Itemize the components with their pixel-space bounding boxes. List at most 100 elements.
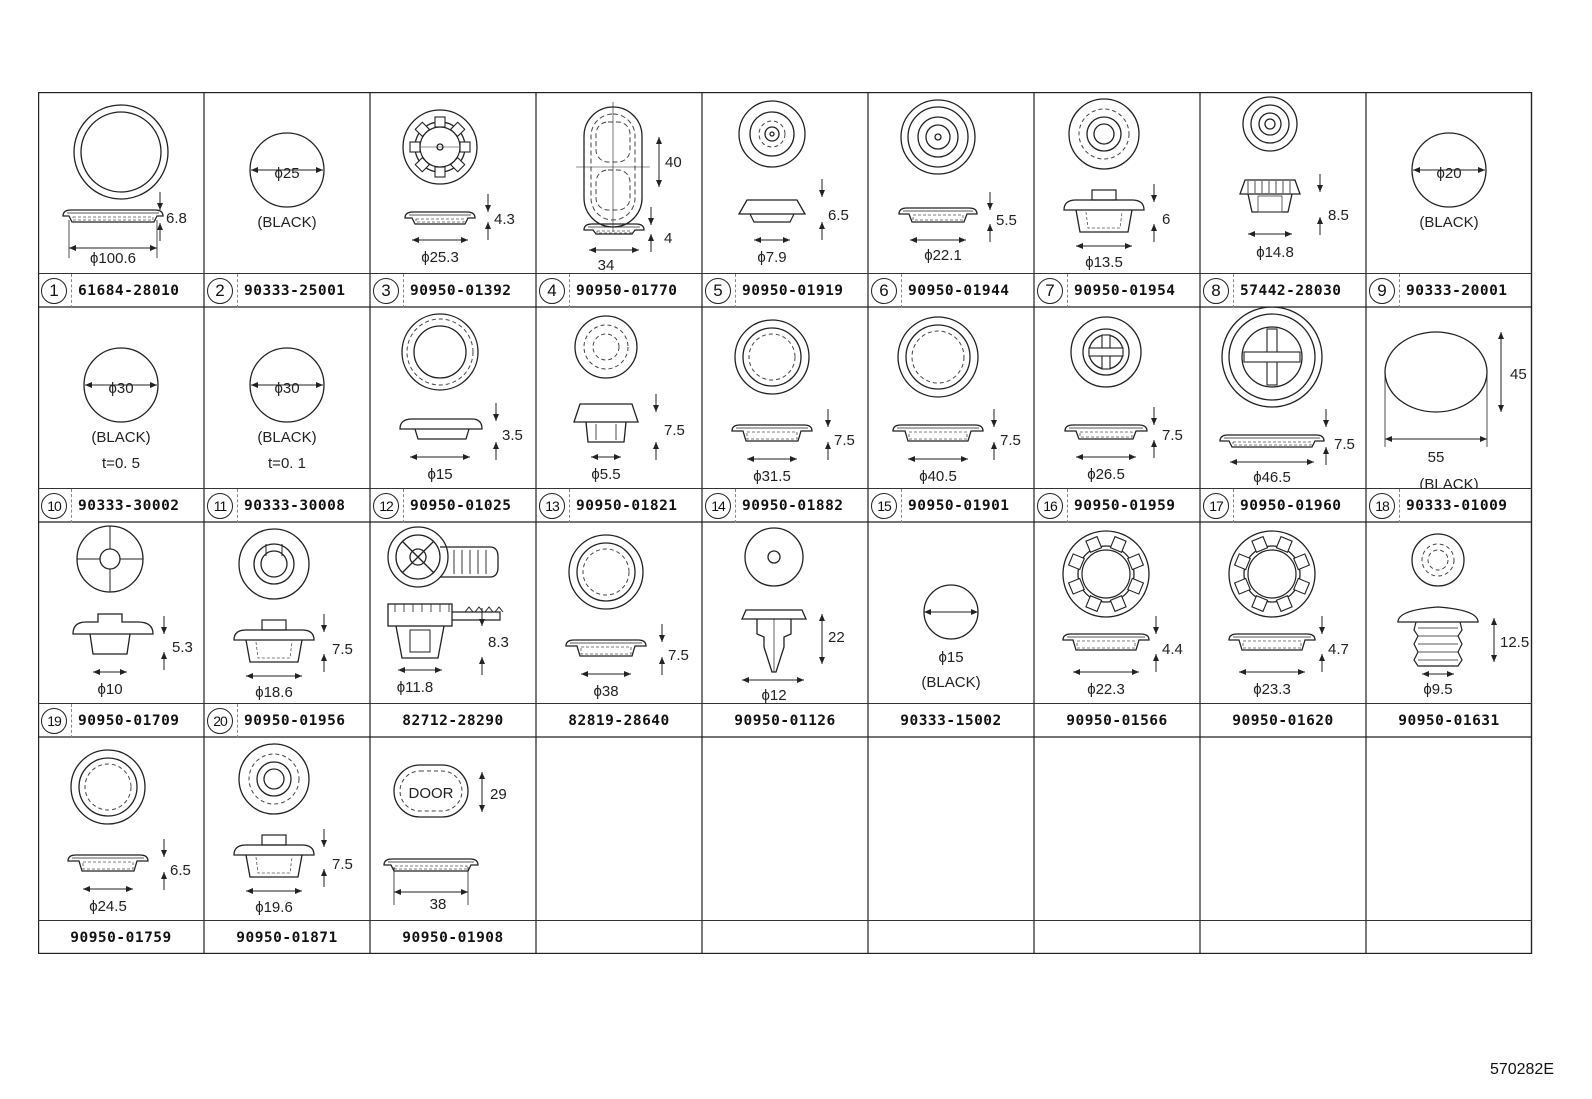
part-number: 90950-01919 bbox=[742, 282, 844, 299]
gear-tooth bbox=[1085, 595, 1103, 613]
arrow-head bbox=[1151, 440, 1157, 447]
arrow-head bbox=[648, 234, 654, 241]
arrow-head bbox=[412, 237, 419, 243]
part-drawing: ϕ30(BLACK)t=0. 1 bbox=[249, 347, 325, 472]
arrow-head bbox=[1323, 447, 1329, 454]
arrow-head bbox=[251, 167, 258, 173]
arrow-head bbox=[1230, 459, 1237, 465]
arrow-head bbox=[295, 673, 302, 679]
profile-inner bbox=[1242, 640, 1302, 649]
arrow-head bbox=[485, 205, 491, 212]
label-divider bbox=[901, 273, 902, 308]
part-label: 13 90950-01821 bbox=[536, 488, 702, 523]
profile-inner bbox=[1232, 441, 1312, 446]
gear-tooth bbox=[1109, 535, 1127, 553]
part-number: 90950-01025 bbox=[410, 497, 512, 514]
arrow-head bbox=[157, 223, 163, 230]
profile-outline bbox=[62, 209, 164, 223]
part-number: 61684-28010 bbox=[78, 282, 180, 299]
part-number: 90333-20001 bbox=[1406, 282, 1508, 299]
dimension-label: 4.3 bbox=[494, 211, 515, 228]
arrow-head bbox=[461, 237, 468, 243]
part-label: 90950-01631 bbox=[1366, 703, 1532, 737]
dimension-label: 6.5 bbox=[828, 207, 849, 224]
dimension-label: ϕ25 bbox=[274, 165, 299, 182]
arrow-head bbox=[924, 609, 931, 615]
dimension-label: ϕ10 bbox=[97, 681, 122, 698]
part-number: 90333-01009 bbox=[1406, 497, 1508, 514]
callout-number: 11 bbox=[207, 492, 233, 519]
gear-tooth bbox=[1127, 577, 1145, 595]
part-drawing: ϕ25(BLACK) bbox=[249, 132, 325, 231]
arrow-head bbox=[394, 889, 401, 895]
dimension-label: 4 bbox=[664, 230, 672, 247]
part-number: 90950-01821 bbox=[576, 497, 678, 514]
dimension-label: ϕ11.8 bbox=[397, 679, 433, 696]
arrow-head bbox=[398, 667, 405, 673]
arrow-head bbox=[83, 886, 90, 892]
gear-tooth bbox=[434, 166, 446, 178]
arrow-head bbox=[120, 669, 127, 675]
part-label: 90950-01908 bbox=[370, 920, 536, 954]
label-divider bbox=[403, 488, 404, 523]
arrow-head bbox=[797, 677, 804, 683]
label-divider bbox=[1067, 488, 1068, 523]
dimension-label: ϕ19.6 bbox=[255, 899, 293, 916]
dimension-label: 6 bbox=[1162, 211, 1170, 228]
arrow-head bbox=[1323, 420, 1329, 427]
label-divider bbox=[71, 273, 72, 308]
arrow-head bbox=[479, 772, 485, 779]
arrow-head bbox=[1498, 332, 1504, 339]
arrow-head bbox=[463, 454, 470, 460]
label-divider bbox=[237, 703, 238, 738]
part-drawing: ϕ20(BLACK) bbox=[1411, 132, 1487, 231]
part-drawing: ϕ15(BLACK) bbox=[921, 584, 981, 691]
dimension-label: 3.5 bbox=[502, 427, 523, 444]
dimension-label: ϕ30 bbox=[274, 380, 299, 397]
part-number: 90333-25001 bbox=[244, 282, 346, 299]
part-number: 90950-01954 bbox=[1074, 282, 1176, 299]
arrow-head bbox=[632, 247, 639, 253]
label-divider bbox=[569, 488, 570, 523]
part-number: 90333-30008 bbox=[244, 497, 346, 514]
arrow-head bbox=[295, 888, 302, 894]
part-drawing: 7.5ϕ5.5 bbox=[573, 315, 685, 483]
arrow-head bbox=[157, 203, 163, 210]
profile-inner bbox=[82, 861, 134, 870]
label-divider bbox=[403, 273, 404, 308]
arrow-head bbox=[479, 619, 485, 626]
arrow-head bbox=[479, 657, 485, 664]
ellipse-outline bbox=[1384, 331, 1488, 413]
callout-number: 13 bbox=[539, 492, 565, 519]
dimension-label: ϕ7.9 bbox=[757, 249, 786, 266]
label-divider bbox=[735, 273, 736, 308]
dimension-label: 4.7 bbox=[1328, 641, 1349, 658]
arrow-head bbox=[321, 654, 327, 661]
part-drawing: ϕ30(BLACK)t=0. 5 bbox=[83, 347, 159, 472]
part-number: 90950-01882 bbox=[742, 497, 844, 514]
note-text: (BLACK) bbox=[91, 429, 150, 446]
